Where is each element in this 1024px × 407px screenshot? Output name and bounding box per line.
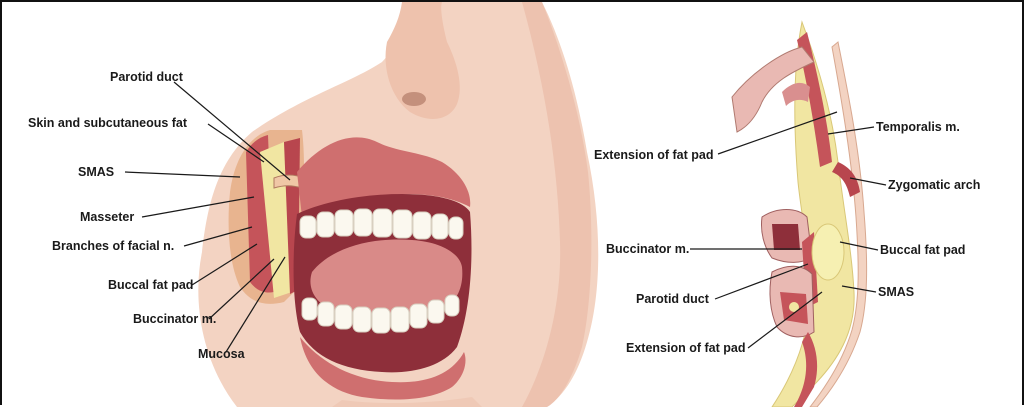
label-smas: SMAS — [78, 165, 114, 179]
label-skin-fat: Skin and subcutaneous fat — [28, 116, 187, 130]
label-smas-right: SMAS — [878, 285, 914, 299]
label-buccinator-right: Buccinator m. — [606, 242, 689, 256]
label-buccal-fat-pad-right: Buccal fat pad — [880, 243, 965, 257]
label-extension-upper: Extension of fat pad — [594, 148, 713, 162]
label-buccinator: Buccinator m. — [133, 312, 216, 326]
label-buccal-fat-pad: Buccal fat pad — [108, 278, 193, 292]
label-facial-branches: Branches of facial n. — [52, 239, 174, 253]
section-illustration — [732, 22, 867, 407]
face-illustration — [198, 2, 598, 407]
label-parotid-duct: Parotid duct — [110, 70, 183, 84]
label-parotid-duct-right: Parotid duct — [636, 292, 709, 306]
label-masseter: Masseter — [80, 210, 134, 224]
label-extension-lower: Extension of fat pad — [626, 341, 745, 355]
label-temporalis: Temporalis m. — [876, 120, 960, 134]
label-mucosa: Mucosa — [198, 347, 245, 361]
upper-teeth — [300, 209, 463, 239]
section-buccal-fat-pad — [812, 224, 844, 280]
label-zygomatic-arch: Zygomatic arch — [888, 178, 980, 192]
